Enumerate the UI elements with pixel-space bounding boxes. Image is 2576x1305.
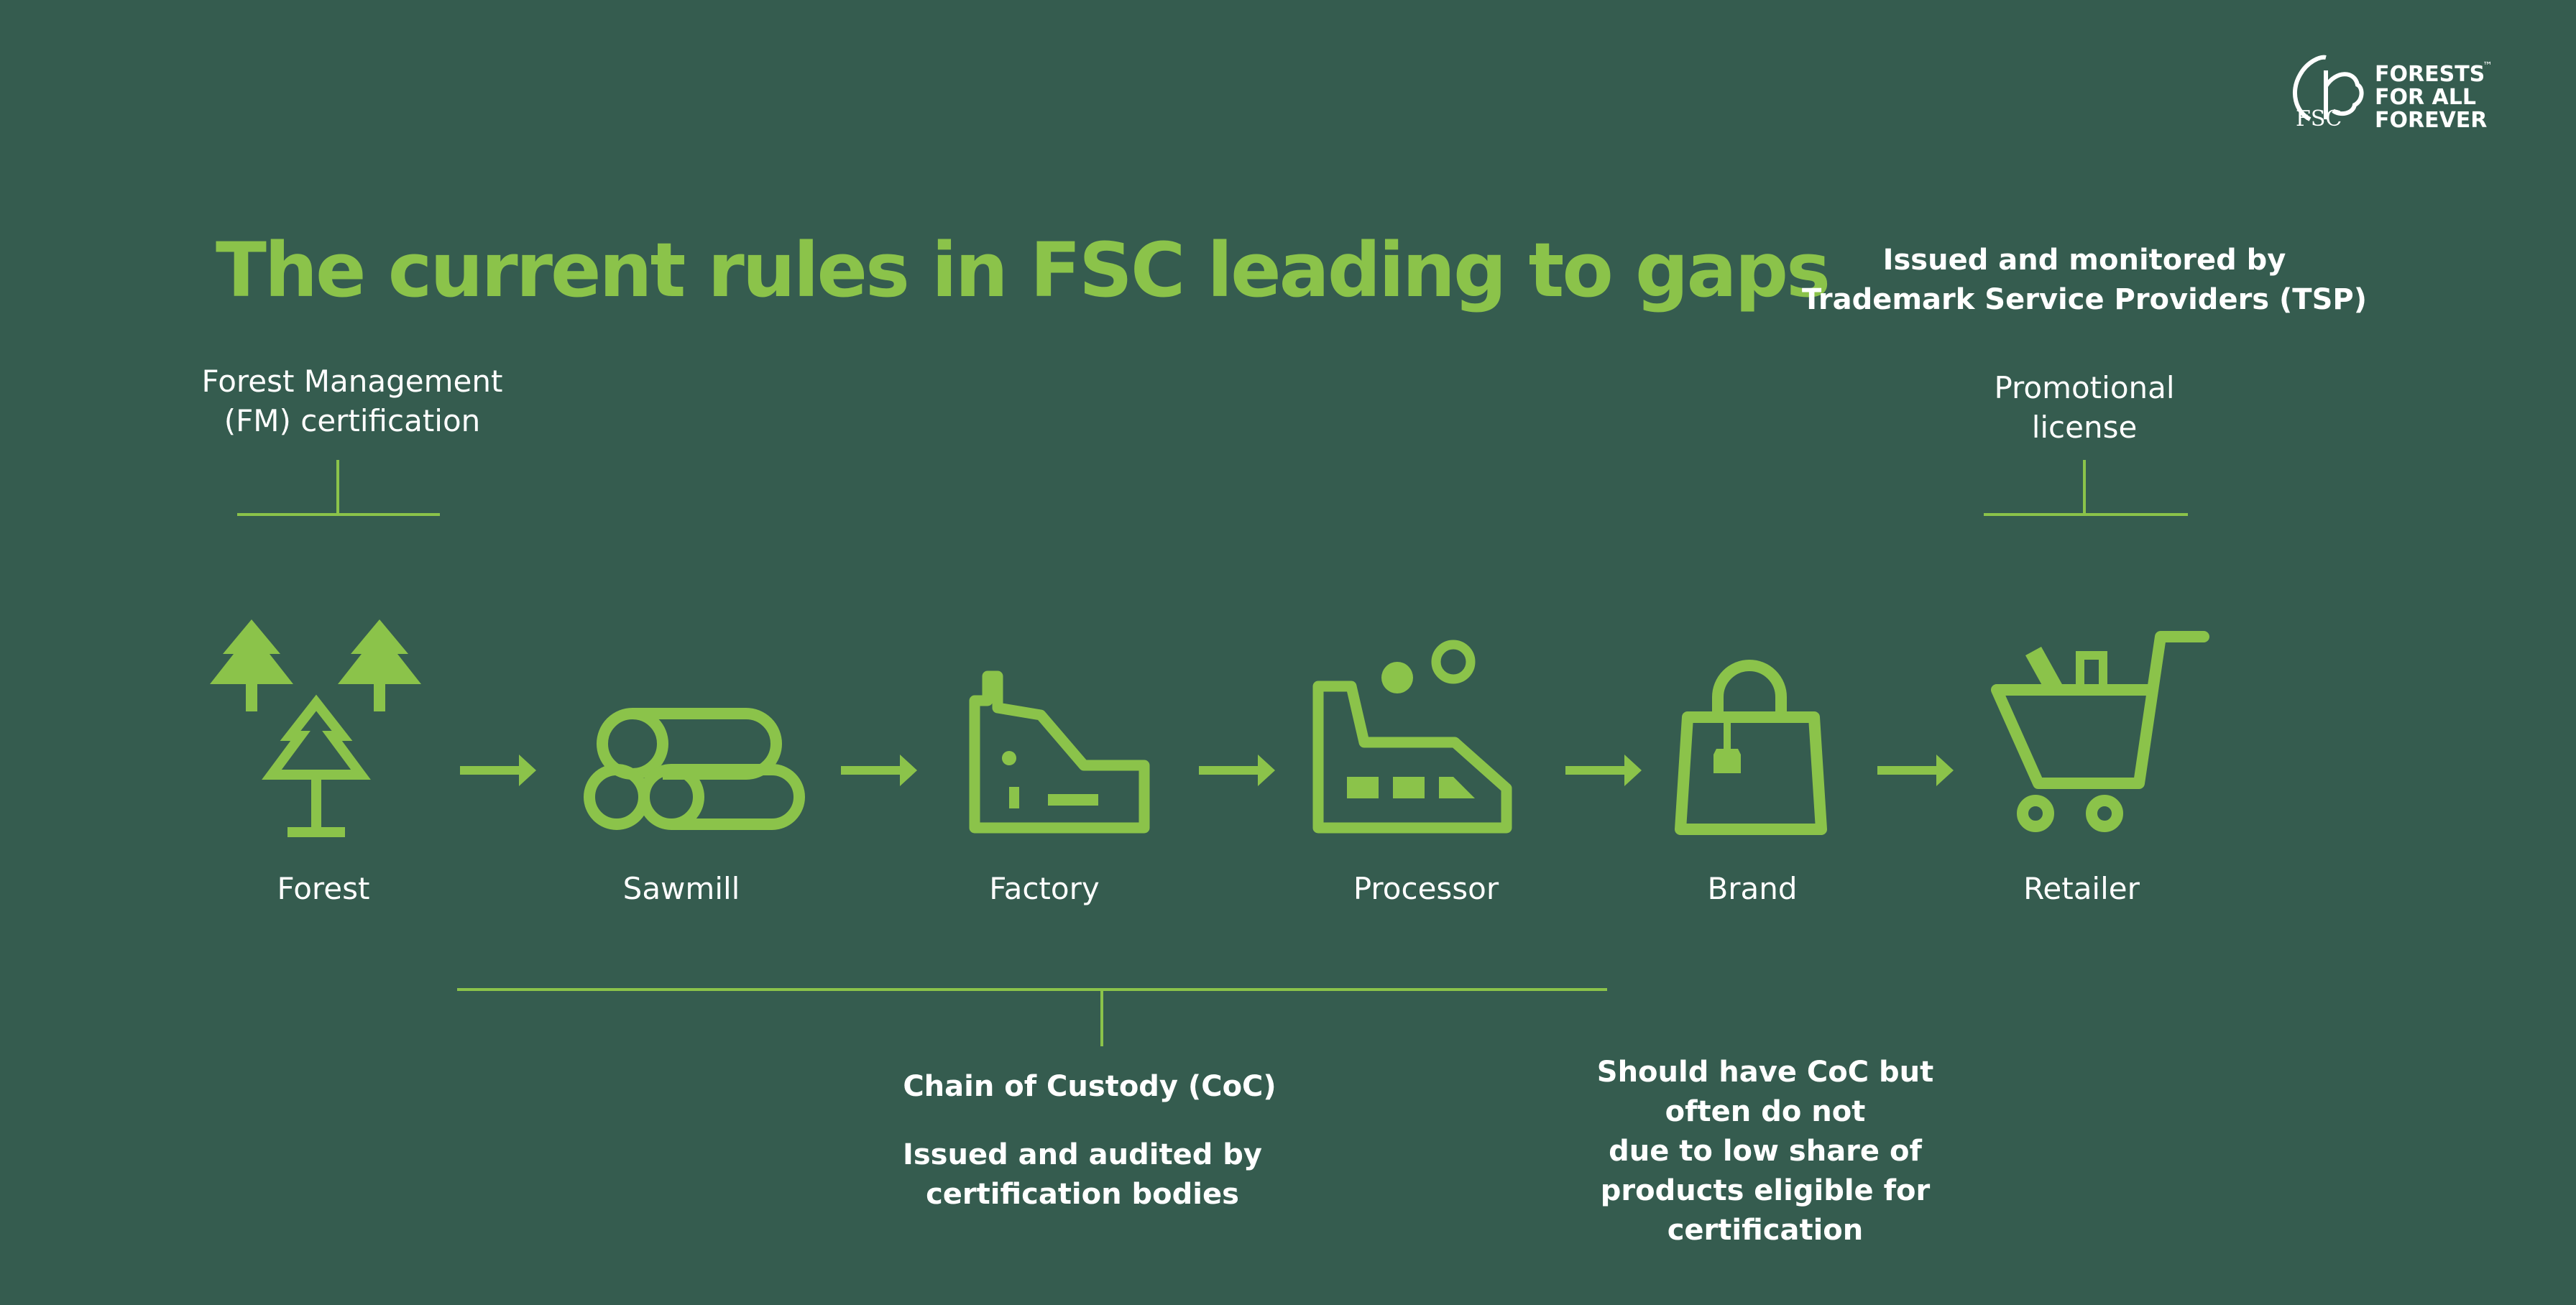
fm-note-line-1: Forest Management (201, 364, 503, 399)
brand-gap-note: Should have CoC but often do not due to … (1514, 1053, 2017, 1250)
coc-issued-note: Issued and audited by certification bodi… (831, 1135, 1334, 1214)
stage-label-forest: Forest (277, 871, 370, 906)
fm-certification-note: Forest Management (FM) certification (172, 361, 532, 441)
arrow-icon-5 (1877, 755, 1954, 786)
fsc-logo: FSC FORESTS FOR ALL FOREVER ™ (2283, 42, 2506, 142)
coc-title: Chain of Custody (CoC) (903, 1070, 1276, 1103)
coc-issued-line-2: certification bodies (926, 1178, 1239, 1211)
fsc-acronym: FSC (2296, 106, 2342, 132)
arrow-icon-1 (460, 755, 536, 786)
brand-gap-line-3: due to low share of (1609, 1135, 1922, 1168)
promo-bracket (1984, 460, 2188, 516)
factory-icon (969, 670, 1150, 834)
coc-bracket (457, 988, 1607, 1046)
shopping-bag-icon (1675, 660, 1827, 835)
arrow-icon-4 (1565, 755, 1642, 786)
promo-note-line-2: license (2031, 410, 2138, 445)
stage-label-sawmill: Sawmill (622, 871, 740, 906)
brand-gap-line-4: products eligible for (1600, 1174, 1931, 1207)
tsp-note-line-2: Trademark Service Providers (TSP) (1801, 283, 2367, 316)
stage-label-retailer: Retailer (2023, 871, 2140, 906)
stage-label-brand: Brand (1707, 871, 1798, 906)
fsc-tree-logo-icon (2292, 55, 2364, 121)
brand-gap-line-5: certification (1667, 1214, 1864, 1247)
logo-tagline-2: FOR ALL (2375, 85, 2476, 110)
fm-note-line-2: (FM) certification (224, 403, 481, 438)
logo-tagline-3: FOREVER (2375, 108, 2488, 133)
fm-bracket (237, 460, 440, 516)
coc-issued-line-1: Issued and audited by (902, 1138, 1263, 1171)
processor-icon (1312, 640, 1512, 834)
promo-note-line-1: Promotional (1994, 370, 2175, 405)
brand-gap-line-2: often do not (1665, 1095, 1866, 1128)
arrow-icon-2 (841, 755, 917, 786)
trademark-symbol: ™ (2483, 60, 2493, 72)
promotional-license-note: Promotional license (1905, 368, 2264, 447)
forest-icon (210, 619, 421, 837)
stage-label-processor: Processor (1353, 871, 1499, 906)
shopping-cart-icon (1991, 631, 2209, 832)
logs-icon (584, 708, 805, 830)
stage-label-factory: Factory (989, 871, 1100, 906)
brand-gap-line-1: Should have CoC but (1596, 1056, 1934, 1089)
page-title: The current rules in FSC leading to gaps (216, 226, 1831, 314)
tsp-note-line-1: Issued and monitored by (1882, 244, 2286, 277)
tsp-note: Issued and monitored by Trademark Servic… (1754, 241, 2415, 320)
logo-tagline-1: FORESTS (2375, 62, 2485, 87)
arrow-icon-3 (1199, 755, 1275, 786)
